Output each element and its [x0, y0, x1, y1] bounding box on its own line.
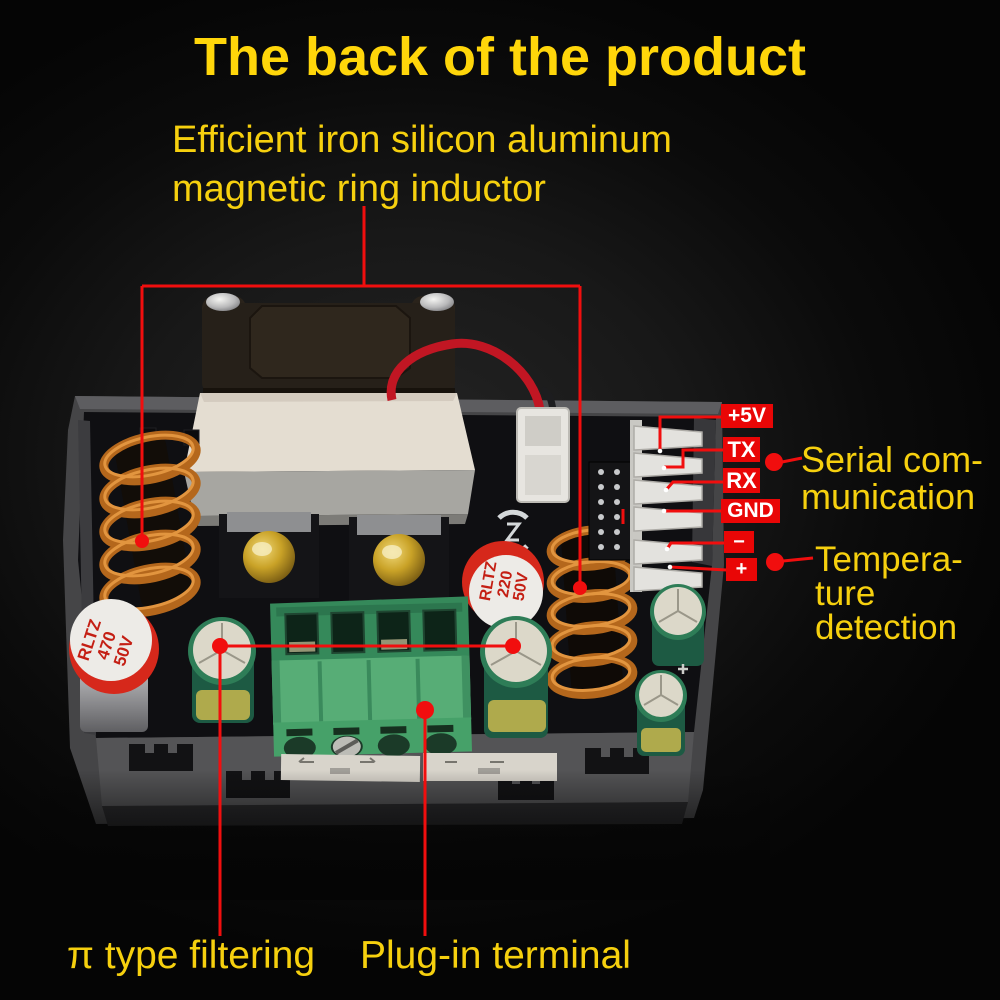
cap220-text: RLTZ [477, 560, 501, 602]
cap220-text: 220 [495, 569, 516, 598]
page-title: The back of the product [193, 27, 807, 87]
side-connector-pins [630, 420, 703, 592]
terminal-label-markings [298, 757, 504, 763]
pin-line-rx [664, 480, 723, 491]
brass-screw [373, 534, 425, 586]
silkscreen-plus [678, 664, 688, 674]
inductor-caption: Efficient iron silicon aluminum magnetic… [172, 116, 672, 214]
terminal-block [270, 596, 472, 759]
pin-line-minus [665, 541, 725, 550]
serial-dot [765, 453, 783, 471]
heatsink-screw [420, 293, 454, 311]
pin-label-rx: RX [723, 468, 760, 493]
inductor-bracket [140, 206, 582, 588]
inductor-caption-line1: Efficient iron silicon aluminum [172, 119, 672, 161]
serial-caption-line1: Serial com- [801, 439, 984, 480]
screw-terminal-mounts [219, 512, 449, 601]
pin-label-plus: + [726, 558, 757, 581]
plug-terminal-caption: Plug-in terminal [360, 934, 631, 977]
pin-label-tx: TX [723, 437, 760, 462]
pin-label-5v: +5V [721, 404, 773, 428]
green-caps [188, 584, 706, 756]
cap-rltz-470: RLTZ 470 50V [69, 599, 159, 732]
temperature-caption-line3: detection [815, 608, 958, 647]
cap-rltz-220: RLTZ 220 50V [462, 541, 544, 629]
inductor-caption-line2: magnetic ring inductor [172, 168, 546, 210]
brass-screw [243, 531, 295, 583]
pin-line-tx [664, 448, 723, 469]
serial-caption-line2: munication [801, 476, 976, 517]
pin-label-gnd: GND [721, 499, 780, 523]
pin-header [588, 461, 632, 561]
pi-filter-line [218, 644, 513, 936]
temp-pointer-line [782, 556, 814, 563]
pin-line-5v [658, 415, 722, 450]
pin-line-plus [669, 565, 728, 572]
heatsink-screw [206, 293, 240, 311]
callout-dots [135, 453, 784, 719]
temperature-caption-line2: ture [815, 574, 876, 613]
pin-tip-dots [657, 448, 673, 570]
pin-label-minus: − [724, 531, 754, 553]
jst-connector [386, 338, 570, 503]
photo-bottom-fade [40, 770, 770, 900]
serial-caption: Serial com- munication [801, 441, 983, 515]
serial-pointer-line [781, 456, 803, 464]
insulator-sheet [184, 393, 475, 526]
temperature-caption-line1: Tempera- [815, 540, 963, 579]
temperature-caption: Tempera- ture detection [815, 540, 963, 647]
callout-lines [140, 206, 814, 936]
pi-filter-caption: π type filtering [67, 934, 316, 977]
red-wire [386, 338, 545, 411]
cap220-text: 50V [510, 571, 532, 602]
heatsink [202, 293, 455, 393]
temp-dot [766, 553, 784, 571]
